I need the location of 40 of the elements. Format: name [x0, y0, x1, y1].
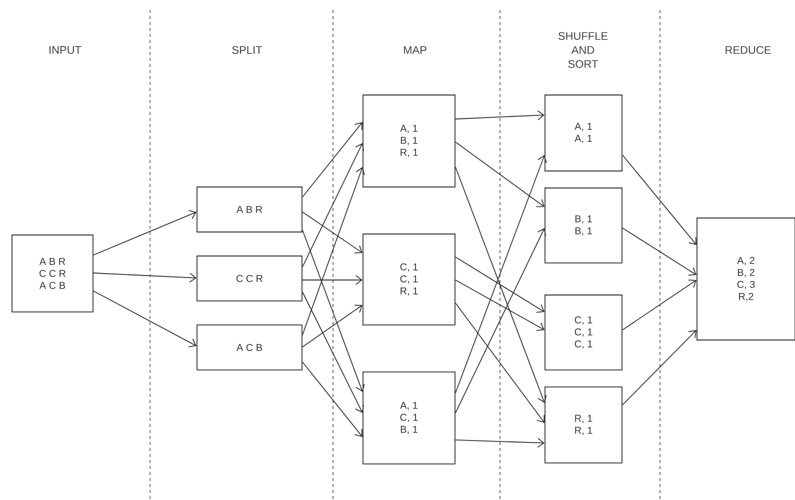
process-box: B, 1 B, 1 — [544, 188, 622, 264]
arrow — [622, 280, 697, 330]
process-box: A B R C C R A C B — [12, 234, 94, 312]
arrow — [302, 230, 365, 392]
column-heading: REDUCE — [726, 46, 771, 54]
arrow — [622, 154, 697, 245]
arrow — [622, 330, 697, 406]
process-box: R, 1 R, 1 — [544, 386, 622, 464]
arrow — [302, 362, 363, 437]
arrow — [455, 228, 546, 414]
column-heading: SHUFFLE AND SORT — [558, 32, 608, 68]
process-box: A, 1 C, 1 B, 1 — [362, 372, 456, 464]
arrow — [455, 438, 545, 448]
arrow — [302, 166, 365, 336]
arrow — [302, 122, 363, 198]
arrow — [302, 212, 363, 254]
arrow — [455, 280, 545, 332]
arrow — [455, 142, 545, 208]
arrow — [455, 302, 545, 423]
process-box: C, 1 C, 1 C, 1 — [544, 294, 622, 370]
process-box: A, 2 B, 2 C, 3 R,2 — [696, 218, 795, 340]
arrow — [93, 210, 197, 256]
arrow — [302, 292, 364, 413]
arrow — [93, 272, 197, 283]
arrow — [302, 143, 364, 268]
column-heading: MAP — [404, 46, 426, 54]
arrow — [302, 304, 363, 348]
process-box: A, 1 A, 1 — [544, 94, 622, 172]
process-box: A C B — [196, 324, 302, 370]
arrow — [622, 228, 697, 276]
column-heading: SPLIT — [232, 46, 262, 54]
process-box: C C R — [196, 256, 302, 302]
arrow — [302, 275, 363, 285]
arrow — [93, 290, 197, 348]
column-heading: INPUT — [50, 46, 82, 54]
process-box: A B R — [196, 186, 302, 232]
arrow — [455, 256, 545, 313]
process-box: A, 1 B, 1 R, 1 — [362, 94, 456, 188]
process-box: C, 1 C, 1 R, 1 — [362, 234, 456, 326]
arrow — [455, 110, 545, 120]
